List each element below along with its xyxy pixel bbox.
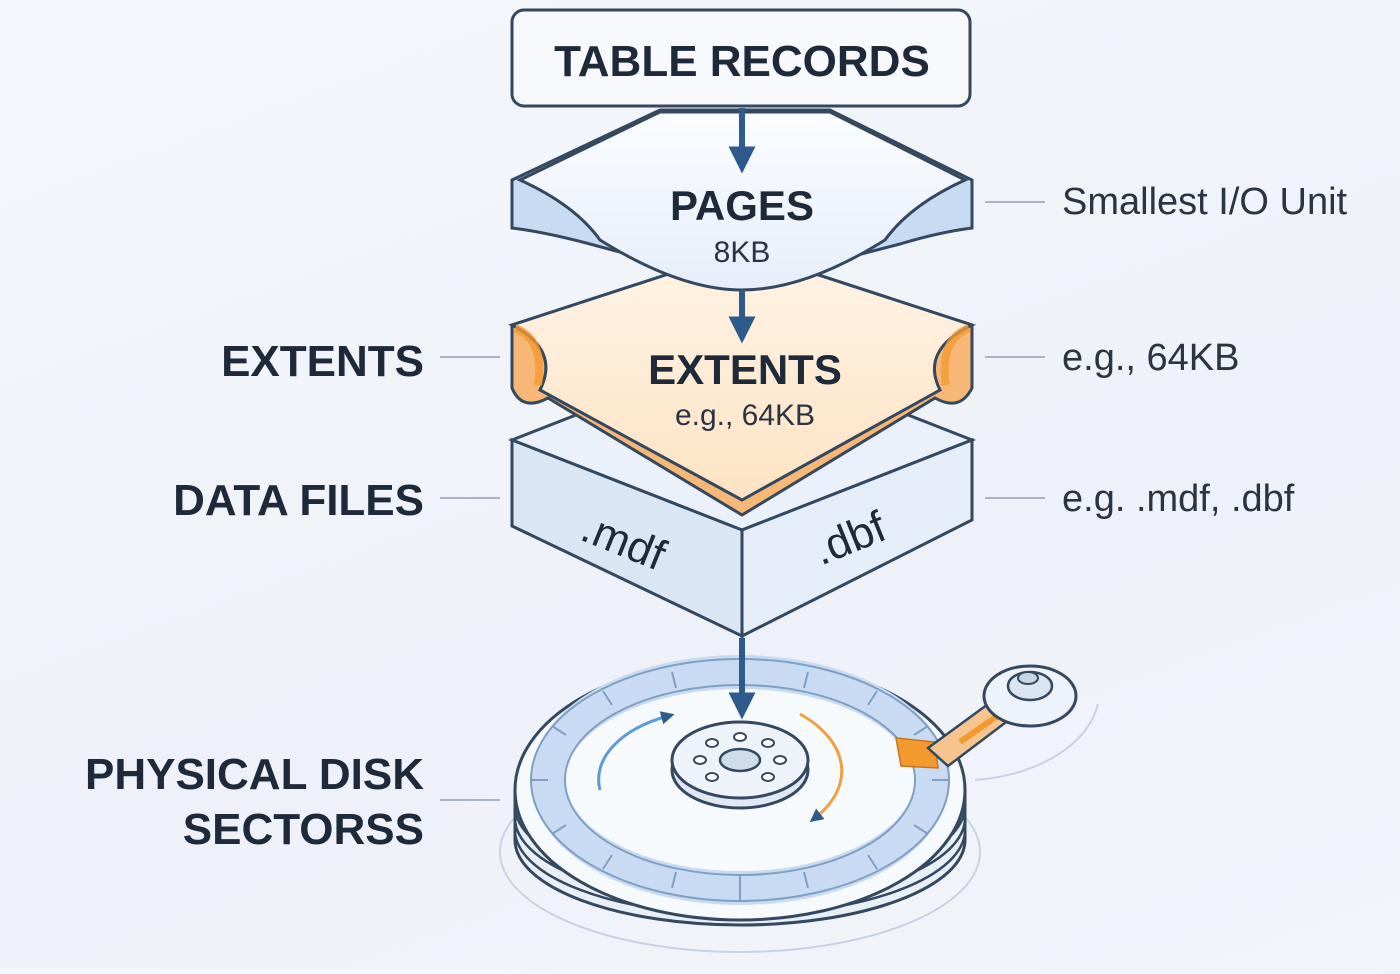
leader-lines [440, 201, 1045, 801]
extents-note: e.g., 64KB [1062, 337, 1239, 379]
physical-disk-illustration [499, 655, 1099, 953]
pages-size: 8KB [714, 236, 771, 269]
extents-title: EXTENTS [648, 346, 842, 393]
disk-left-label-line2: SECTORSS [183, 805, 424, 854]
extents-slab [508, 248, 977, 517]
table-records-title: TABLE RECORDS [554, 37, 930, 86]
data-files-left-label: DATA FILES [173, 476, 424, 525]
pages-slab [510, 108, 974, 292]
data-files-note: e.g. .mdf, .dbf [1062, 478, 1295, 520]
table-records-box [510, 8, 972, 108]
pages-title: PAGES [670, 182, 814, 229]
disk-left-label-line1: PHYSICAL DISK [85, 750, 424, 799]
pages-note: Smallest I/O Unit [1062, 181, 1348, 223]
extents-left-label: EXTENTS [221, 337, 424, 386]
extents-size: e.g., 64KB [675, 399, 815, 432]
